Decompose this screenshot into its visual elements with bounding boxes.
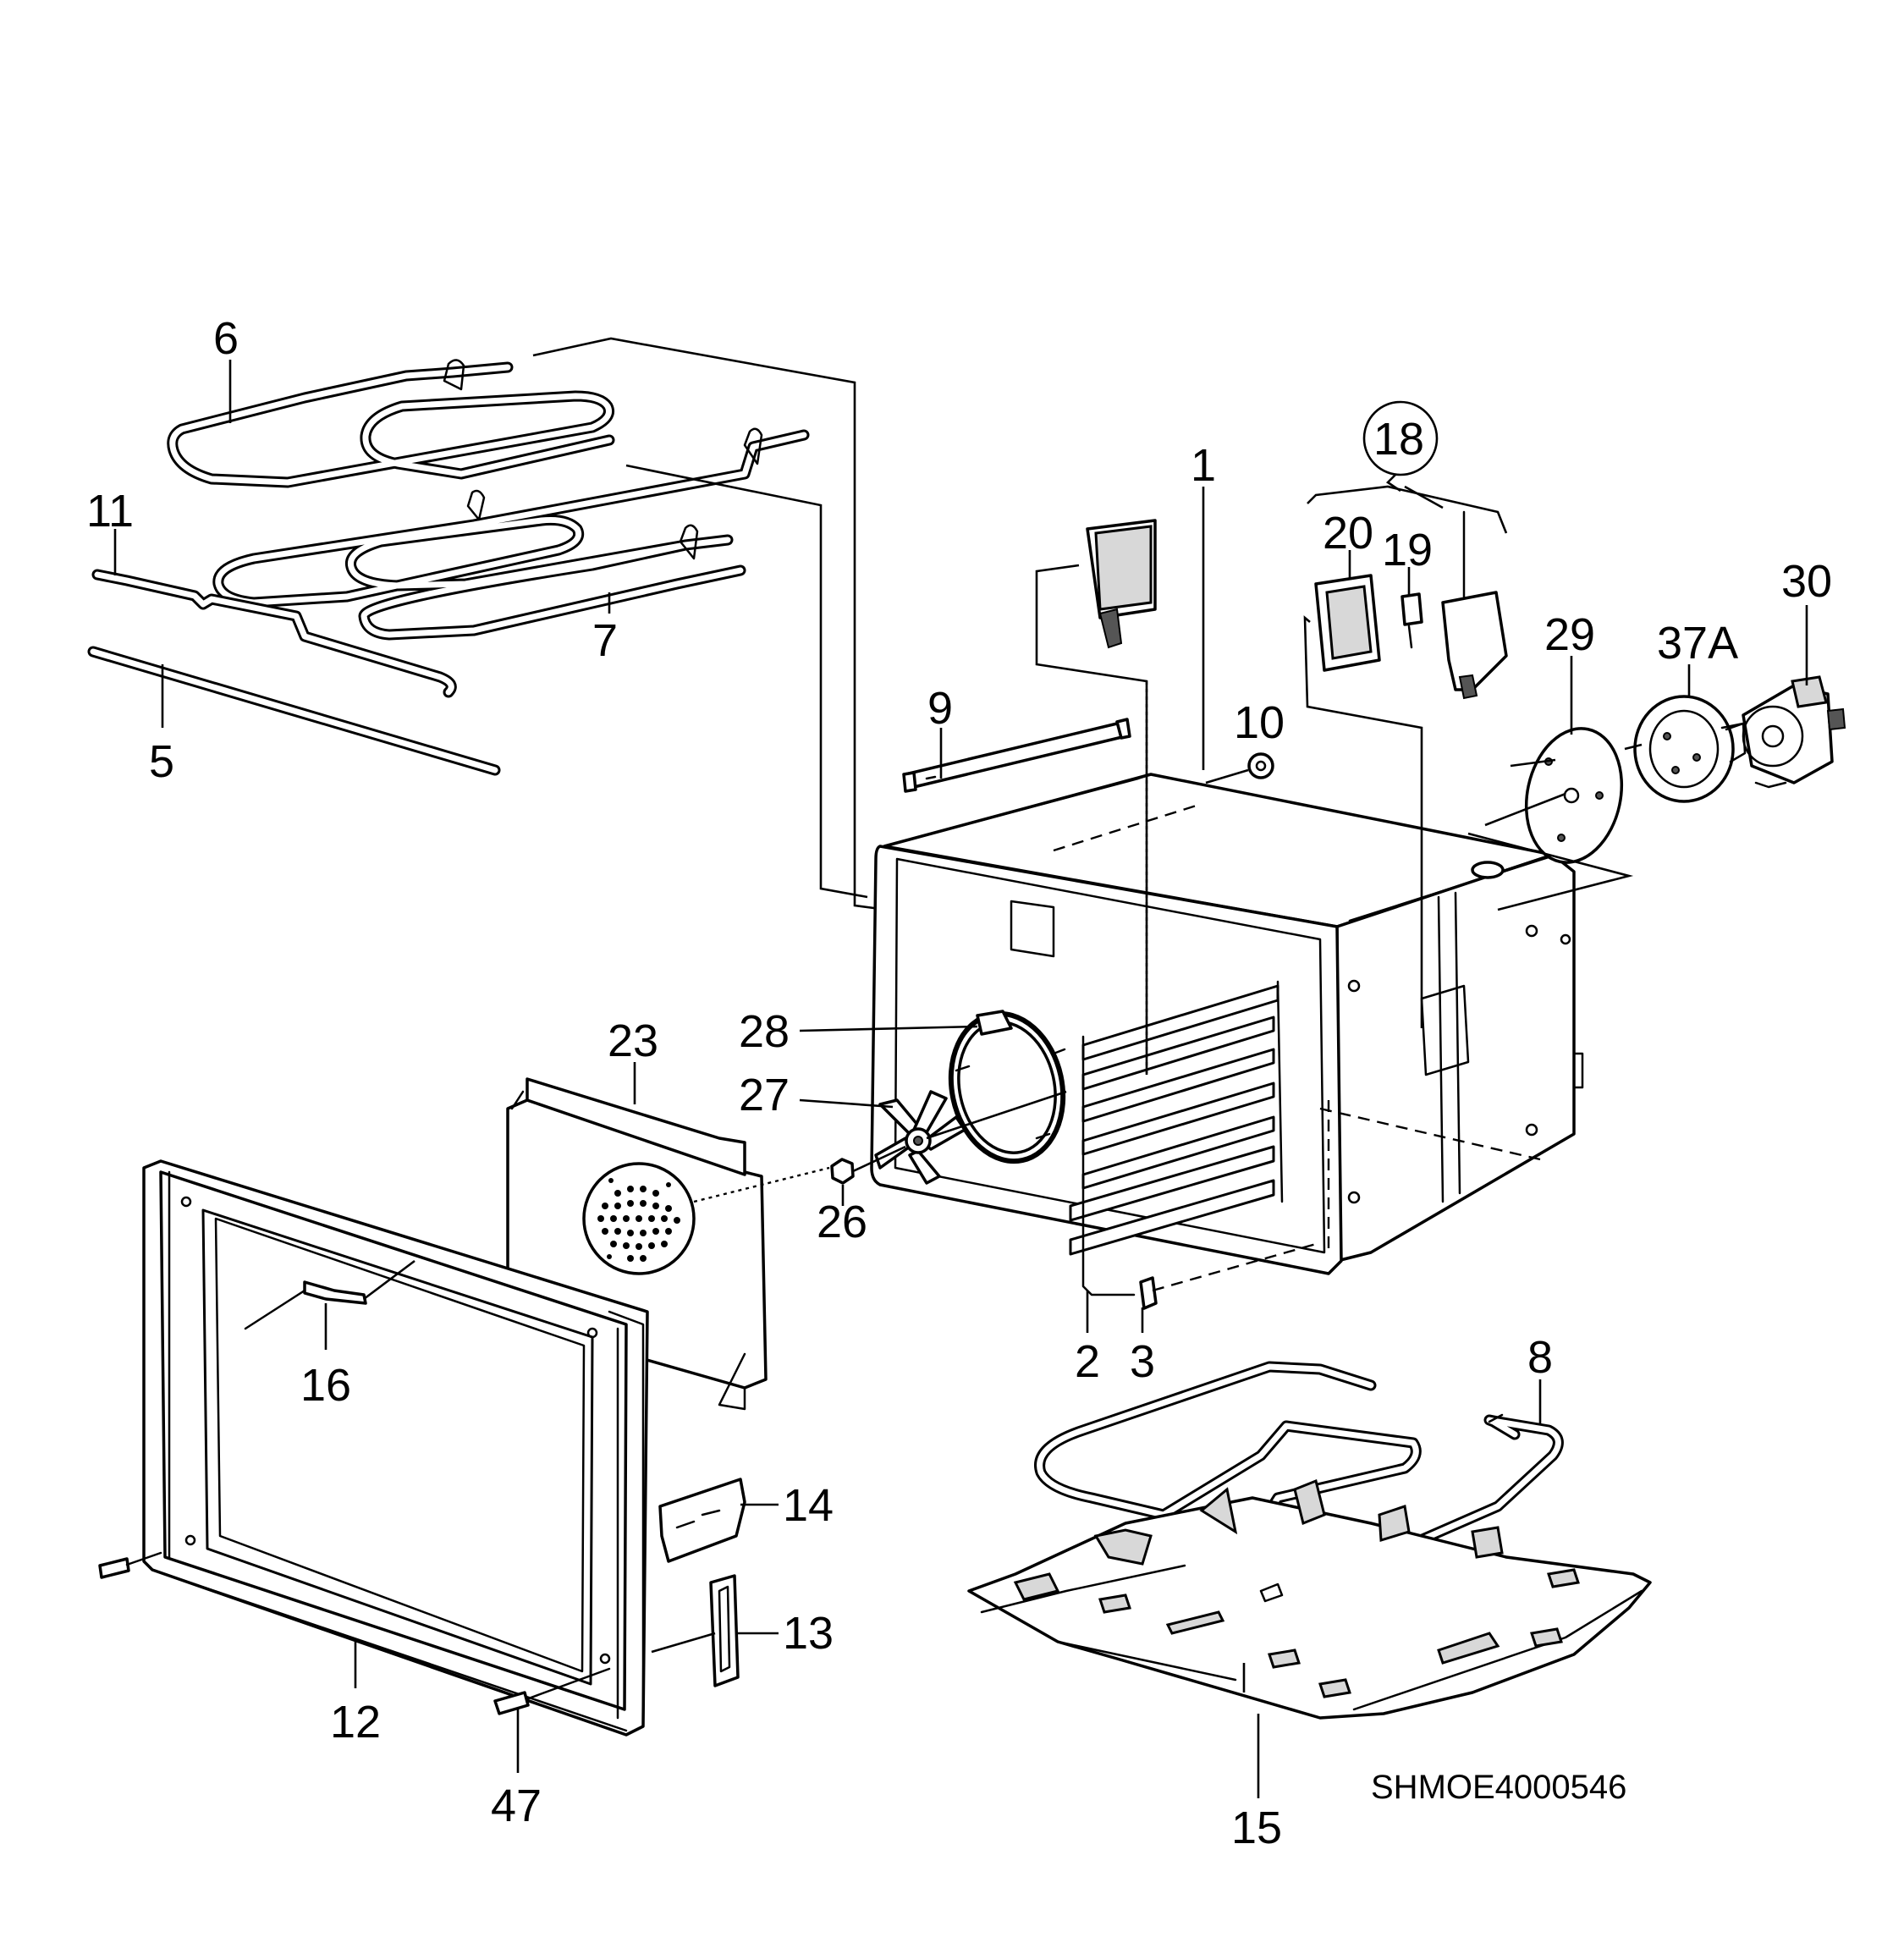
bottom-plate-15 bbox=[967, 1478, 1652, 1720]
leader-28 bbox=[799, 1025, 978, 1032]
label-part-18: 18 bbox=[1373, 414, 1424, 465]
label-part-12: 12 bbox=[330, 1697, 381, 1748]
screw-47 bbox=[493, 1667, 611, 1715]
label-part-26: 26 bbox=[817, 1197, 867, 1247]
fan-cover-perforation bbox=[597, 1178, 680, 1262]
hinge-13 bbox=[651, 1574, 740, 1687]
part-18-circle bbox=[1362, 400, 1439, 476]
fan-impeller-27 bbox=[874, 1090, 1067, 1185]
shelf-rack-2 bbox=[1069, 980, 1284, 1296]
fan-motor-30 bbox=[1720, 675, 1846, 789]
label-part-23: 23 bbox=[608, 1016, 658, 1066]
label-part-10: 10 bbox=[1234, 697, 1285, 748]
label-part-9: 9 bbox=[927, 683, 953, 734]
label-part-19: 19 bbox=[1382, 525, 1433, 575]
fan-motor-37A bbox=[1624, 695, 1747, 803]
grill-heating-element-6 bbox=[167, 359, 615, 488]
label-part-3: 3 bbox=[1130, 1336, 1155, 1387]
label-part-29: 29 bbox=[1544, 609, 1595, 660]
back-plate-29 bbox=[1467, 727, 1634, 911]
grill-heating-element-7 bbox=[212, 427, 810, 641]
lamp-assembly-18 bbox=[1303, 473, 1508, 1028]
door-frame-12 bbox=[142, 1159, 649, 1737]
leader-element-6-to-cavity bbox=[532, 337, 881, 911]
label-part-30: 30 bbox=[1781, 556, 1832, 607]
leader-27 bbox=[799, 1098, 894, 1109]
label-part-6: 6 bbox=[213, 313, 239, 364]
leader-element-7-to-cavity bbox=[625, 464, 868, 899]
label-part-27: 27 bbox=[739, 1070, 790, 1120]
rod-5 bbox=[87, 646, 501, 776]
nut-26 bbox=[830, 1145, 906, 1185]
label-part-11: 11 bbox=[86, 486, 134, 537]
label-part-5: 5 bbox=[149, 736, 174, 787]
bottom-heating-element-8 bbox=[1034, 1361, 1564, 1571]
label-part-28: 28 bbox=[739, 1006, 790, 1057]
label-part-1: 1 bbox=[1191, 440, 1216, 491]
label-part-47: 47 bbox=[491, 1781, 542, 1831]
label-part-15: 15 bbox=[1231, 1803, 1282, 1853]
probe-16 bbox=[244, 1259, 415, 1330]
clip-3 bbox=[1139, 1242, 1317, 1310]
strip-9 bbox=[902, 718, 1131, 793]
label-part-8: 8 bbox=[1527, 1332, 1553, 1383]
shelf-support-rail-11 bbox=[91, 569, 457, 698]
label-part-13: 13 bbox=[783, 1608, 834, 1659]
label-part-7: 7 bbox=[592, 615, 618, 666]
washer-10 bbox=[1205, 752, 1274, 784]
label-part-20: 20 bbox=[1323, 508, 1373, 559]
lamp-cover bbox=[1035, 519, 1157, 1075]
label-part-16: 16 bbox=[300, 1360, 351, 1411]
hinge-bracket-14 bbox=[658, 1478, 746, 1563]
drawing-code: SHMOE4000546 bbox=[1371, 1769, 1626, 1806]
label-part-14: 14 bbox=[783, 1480, 834, 1531]
screw-door-left bbox=[98, 1551, 162, 1579]
label-part-2: 2 bbox=[1075, 1336, 1100, 1387]
label-part-37a: 37A bbox=[1657, 618, 1738, 669]
